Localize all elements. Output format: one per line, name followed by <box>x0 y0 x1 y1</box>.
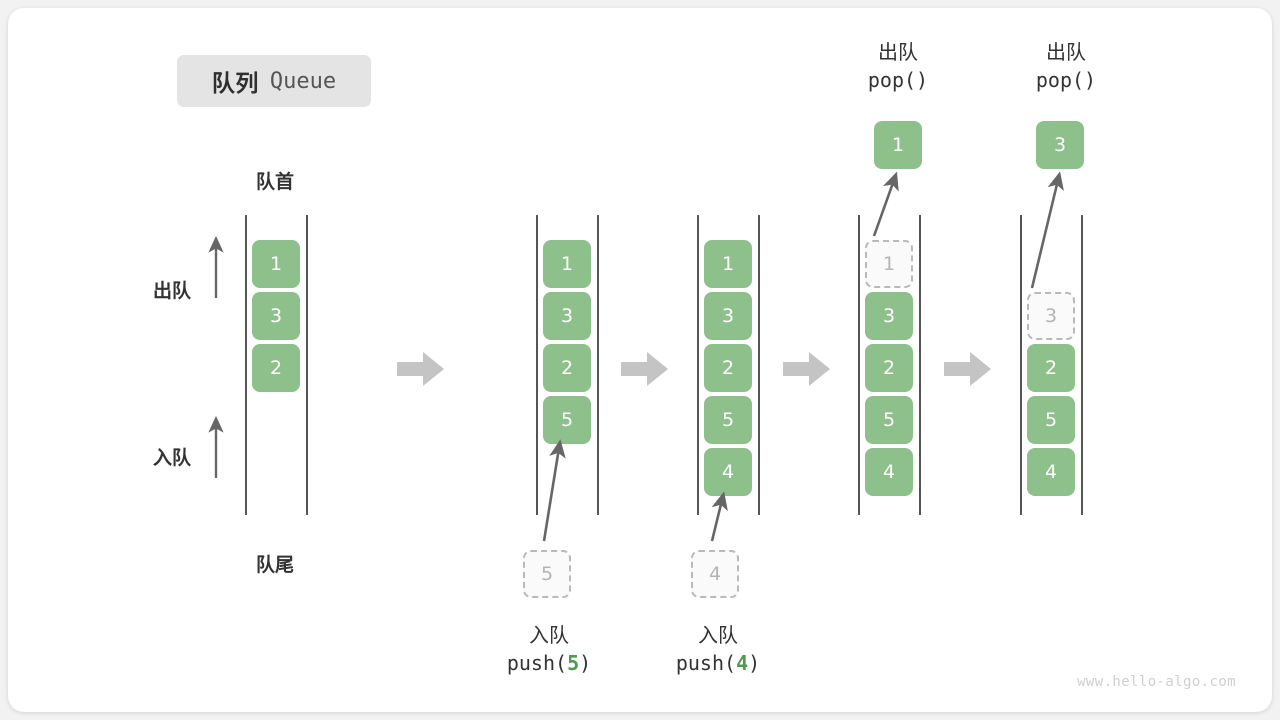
caption-push-5-code: push(5) <box>506 651 592 676</box>
rail-right-col3 <box>758 215 760 515</box>
caption-push-4-cn: 入队 <box>698 623 738 647</box>
queue-cell-new: 4 <box>704 448 752 496</box>
diagram-card: 队列 Queue 队首 队尾 出队 入队 1 3 2 1 3 2 5 5 入队 … <box>8 8 1272 712</box>
push-5-arrow <box>542 439 566 542</box>
queue-cell: 5 <box>704 396 752 444</box>
caption-pop-3: 出队 pop() <box>971 38 1161 95</box>
queue-cell-removed: 1 <box>865 240 913 288</box>
rail-left-col5 <box>1020 215 1022 515</box>
pop-1-arrow <box>872 171 899 237</box>
queue-cell: 5 <box>865 396 913 444</box>
queue-cell: 2 <box>704 344 752 392</box>
queue-cell: 5 <box>1027 396 1075 444</box>
label-queue-head: 队首 <box>255 171 294 193</box>
rail-left-col1 <box>245 215 247 515</box>
diagram-title-cn: 队列 <box>211 71 259 97</box>
popped-cell: 3 <box>1036 121 1084 169</box>
label-dequeue-direction: 出队 <box>153 280 192 302</box>
queue-cell: 1 <box>543 240 591 288</box>
queue-cell: 1 <box>252 240 300 288</box>
watermark: www.hello-algo.com <box>1077 674 1236 690</box>
rail-left-col4 <box>858 215 860 515</box>
caption-pop-3-cn: 出队 <box>1046 40 1086 64</box>
incoming-ghost-cell: 5 <box>523 550 571 598</box>
rail-right-col1 <box>306 215 308 515</box>
rail-right-col5 <box>1081 215 1083 515</box>
rail-left-col3 <box>697 215 699 515</box>
caption-push-5: 入队 push(5) <box>454 621 644 678</box>
queue-cell: 4 <box>865 448 913 496</box>
diagram-title-en: Queue <box>269 68 337 94</box>
label-enqueue-direction: 入队 <box>153 447 192 469</box>
queue-cell: 3 <box>865 292 913 340</box>
queue-cell: 3 <box>543 292 591 340</box>
popped-cell: 1 <box>874 121 922 169</box>
queue-cell: 2 <box>252 344 300 392</box>
transition-arrow-2 <box>621 349 669 389</box>
queue-cell: 2 <box>543 344 591 392</box>
queue-cell: 3 <box>252 292 300 340</box>
caption-pop-1-cn: 出队 <box>878 40 918 64</box>
caption-pop-1: 出队 pop() <box>803 38 993 95</box>
transition-arrow-3 <box>783 349 831 389</box>
pop-3-arrow <box>1030 171 1064 289</box>
rail-right-col2 <box>597 215 599 515</box>
queue-cell-removed: 3 <box>1027 292 1075 340</box>
queue-cell: 2 <box>865 344 913 392</box>
caption-push-4: 入队 push(4) <box>623 621 813 678</box>
caption-pop-1-code: pop() <box>867 68 929 93</box>
rail-left-col2 <box>536 215 538 515</box>
diagram-title-chip: 队列 Queue <box>177 55 371 107</box>
caption-push-4-code: push(4) <box>675 651 761 676</box>
queue-cell-new: 5 <box>543 396 591 444</box>
incoming-ghost-cell: 4 <box>691 550 739 598</box>
queue-cell: 2 <box>1027 344 1075 392</box>
label-queue-tail: 队尾 <box>255 554 294 576</box>
push-4-arrow <box>710 491 728 542</box>
caption-pop-3-code: pop() <box>1035 68 1097 93</box>
transition-arrow-1 <box>397 349 445 389</box>
queue-cell: 4 <box>1027 448 1075 496</box>
queue-cell: 3 <box>704 292 752 340</box>
caption-push-5-cn: 入队 <box>529 623 569 647</box>
transition-arrow-4 <box>944 349 992 389</box>
rail-right-col4 <box>919 215 921 515</box>
queue-cell: 1 <box>704 240 752 288</box>
